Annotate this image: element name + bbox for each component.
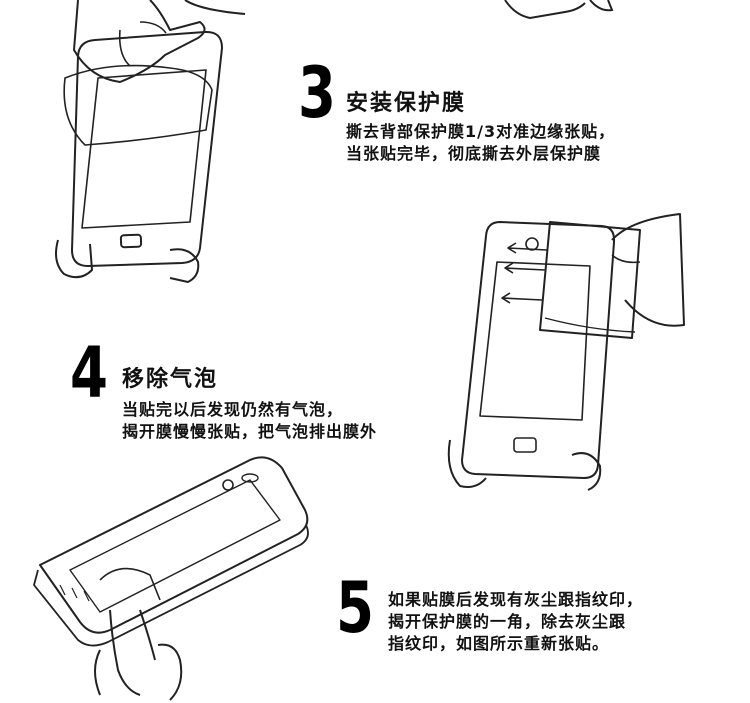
step-4-line-1: 当贴完以后发现仍然有气泡， [122, 400, 344, 419]
step-3-title: 安装保护膜 [346, 91, 467, 116]
step-5-line-3: 指纹印，如图所示重新张贴。 [388, 634, 610, 653]
step-5-line-1: 如果贴膜后发现有灰尘跟指纹印， [388, 590, 644, 609]
step-4-number: 4 [70, 332, 109, 414]
step-3-line-2: 当张贴完毕，彻底撕去外层保护膜 [346, 144, 602, 163]
step-5-line-2: 揭开保护膜的一角，除去灰尘跟 [388, 612, 627, 631]
step-4-title: 移除气泡 [122, 367, 219, 392]
step-4-line-2: 揭开膜慢慢张贴，把气泡排出膜外 [122, 422, 378, 441]
step-3-line-1: 撕去背部保护膜1/3对准边缘张贴， [346, 122, 616, 141]
step-3-number: 3 [298, 52, 337, 134]
step-5-number: 5 [336, 567, 375, 649]
